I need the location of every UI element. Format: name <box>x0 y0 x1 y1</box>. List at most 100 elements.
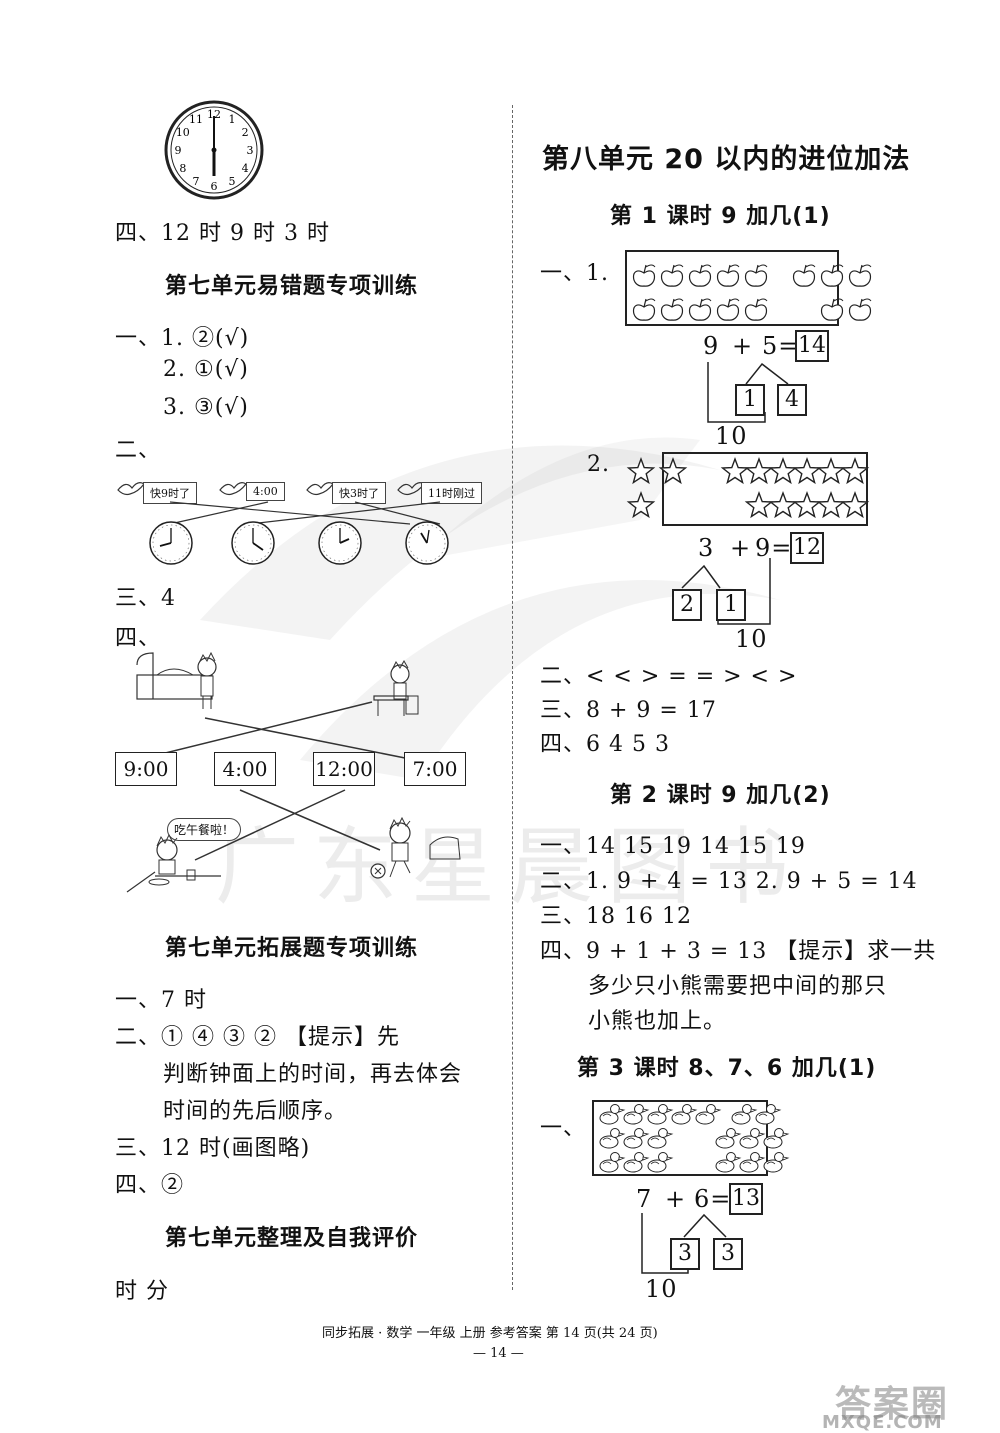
clock-icon <box>318 521 362 565</box>
duck-icon <box>695 1104 722 1125</box>
duck-icon <box>755 1104 782 1125</box>
footer-line: 同步拓展 · 数学 一年级 上册 参考答案 第 14 页(共 24 页) <box>322 1326 658 1341</box>
star-icon <box>816 456 846 485</box>
duck-icon <box>599 1104 626 1125</box>
apples-box <box>625 250 839 326</box>
bed-wakeup-illustration <box>136 651 217 709</box>
stars-group <box>626 456 870 519</box>
err-q2-label-2: 4:00 <box>246 482 285 501</box>
matching-lines <box>144 701 406 861</box>
apple-icon <box>792 264 816 287</box>
err-q2-label-1: 快9时了 <box>143 482 197 504</box>
l1-split1-a: 1 <box>735 384 765 416</box>
watermark-text: 广东星晨图书 <box>215 818 804 916</box>
err-q2-label-3: 快3时了 <box>332 482 386 504</box>
ext-q4: 四、② <box>115 1173 185 1198</box>
l3-split-a: 3 <box>670 1238 700 1270</box>
section-review-title: 第七单元整理及自我评价 <box>165 1226 419 1251</box>
apple-icon <box>744 264 768 287</box>
clock-number: 5 <box>229 175 236 188</box>
duck-icon <box>647 1128 674 1149</box>
ext-q2-line1: 二、① ④ ③ ② 【提示】先 <box>115 1025 400 1050</box>
section-extension-title: 第七单元拓展题专项训练 <box>165 936 419 961</box>
l1-eq1-plus: + <box>732 332 754 360</box>
time-box-4: 7:00 <box>404 752 466 786</box>
apple-icon <box>848 298 872 321</box>
star-icon <box>792 456 822 485</box>
review-line: 时 分 <box>115 1279 169 1304</box>
l1-eq2-result-box: 12 <box>790 532 824 564</box>
l1-q1-2-label: 2. <box>587 452 610 477</box>
site-url: MXQE.COM <box>822 1412 943 1433</box>
dove-icon <box>219 482 247 496</box>
duck-icon <box>647 1104 674 1125</box>
clock-number: 7 <box>193 175 200 188</box>
clock-icon <box>405 521 449 565</box>
matching-lines <box>169 501 441 525</box>
l3-eq-plus: + <box>665 1185 687 1213</box>
duck-icon <box>763 1152 790 1173</box>
lunch-speech-bubble: 吃午餐啦！ <box>167 818 242 841</box>
apple-icon <box>632 264 656 287</box>
decompose-lines-1 <box>707 362 789 423</box>
clock-number: 9 <box>175 144 182 157</box>
apple-icon <box>660 298 684 321</box>
duck-icon <box>599 1152 626 1173</box>
clock-icon <box>231 521 275 565</box>
l1-q4: 四、6 4 5 3 <box>540 732 670 757</box>
duck-icon <box>623 1104 650 1125</box>
homework-illustration <box>373 659 419 716</box>
l2-q4-line2: 多少只小熊需要把中间的那只 <box>588 974 888 999</box>
l1-eq2-b: 9= <box>755 534 793 562</box>
ext-q1: 一、7 时 <box>115 988 207 1013</box>
duck-icon <box>763 1128 790 1149</box>
apple-icon <box>688 298 712 321</box>
duck-icon <box>715 1128 742 1149</box>
l1-split2-a: 2 <box>672 589 702 621</box>
apple-icon <box>848 264 872 287</box>
star-icon <box>744 456 774 485</box>
l3-split-b: 3 <box>713 1238 743 1270</box>
ext-q2-line2: 判断钟面上的时间，再去体会 <box>163 1062 463 1087</box>
l3-q1-label: 一、 <box>540 1116 587 1141</box>
l3-eq-a: 7 <box>636 1185 653 1213</box>
star-icon <box>768 490 798 519</box>
star-icon <box>840 490 870 519</box>
l1-eq2-plus: + <box>730 534 752 562</box>
lesson1-title: 第 1 课时 9 加几(1) <box>610 204 831 229</box>
clock-number: 2 <box>242 126 249 139</box>
apple-icon <box>820 264 844 287</box>
ext-q2-line3: 时间的先后顺序。 <box>163 1099 348 1124</box>
clock-number: 11 <box>189 113 203 126</box>
l1-q3: 三、8 + 9 = 17 <box>540 698 717 723</box>
clock-icon <box>149 521 193 565</box>
l3-eq-result-box: 13 <box>729 1183 763 1215</box>
l1-ten2: 10 <box>735 625 768 653</box>
clock-number: 4 <box>242 162 249 175</box>
l1-eq2-a: 3 <box>698 534 715 562</box>
page-number: — 14 — <box>473 1346 524 1361</box>
l3-ten: 10 <box>645 1275 678 1303</box>
lesson3-title: 第 3 课时 8、7、6 加几(1) <box>577 1056 877 1081</box>
lesson2-title: 第 2 课时 9 加几(2) <box>610 783 831 808</box>
l1-q1-label: 一、1. <box>540 261 609 286</box>
l1-ten1: 10 <box>715 422 748 450</box>
duck-icon <box>647 1152 674 1173</box>
q4-answer: 四、12 时 9 时 3 时 <box>115 221 330 246</box>
err-q3: 三、4 <box>115 586 176 611</box>
time-box-2: 4:00 <box>214 752 276 786</box>
soccer-illustration <box>370 816 461 879</box>
err-q1-1: 一、1. ②(√) <box>115 326 250 351</box>
apple-icon <box>632 298 656 321</box>
clock-number: 8 <box>179 162 186 175</box>
unit-title: 第八单元 20 以内的进位加法 <box>542 144 911 175</box>
star-icon <box>744 490 774 519</box>
duck-icon <box>671 1104 698 1125</box>
duck-icon <box>739 1128 766 1149</box>
apples-group <box>632 264 872 321</box>
l2-q3: 三、18 16 12 <box>540 904 692 929</box>
clock-number: 12 <box>207 108 221 121</box>
l1-eq1-a: 9 <box>703 332 720 360</box>
star-icon <box>720 456 750 485</box>
stars-box <box>662 452 868 526</box>
